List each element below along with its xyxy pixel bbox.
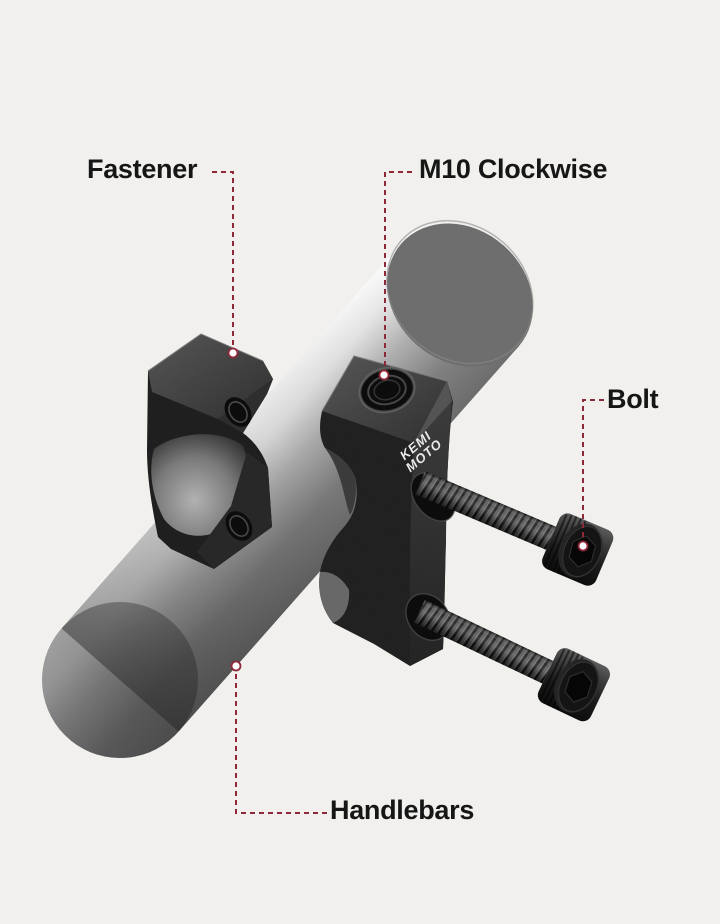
handlebars-leader-line [235,671,327,814]
label-fastener: Fastener [87,154,198,184]
bolt-marker-dot [577,540,589,552]
fastener-leader-line [212,171,234,349]
m10-marker-dot [378,369,390,381]
fastener-marker-dot [227,347,239,359]
callout-leaders [212,171,604,814]
label-handlebars: Handlebars [330,795,475,825]
label-bolt: Bolt [607,384,659,414]
bolt-leader-line [582,399,604,541]
label-m10: M10 Clockwise [419,154,608,184]
handlebars-marker-dot [230,660,242,672]
m10-leader-line [384,171,412,370]
